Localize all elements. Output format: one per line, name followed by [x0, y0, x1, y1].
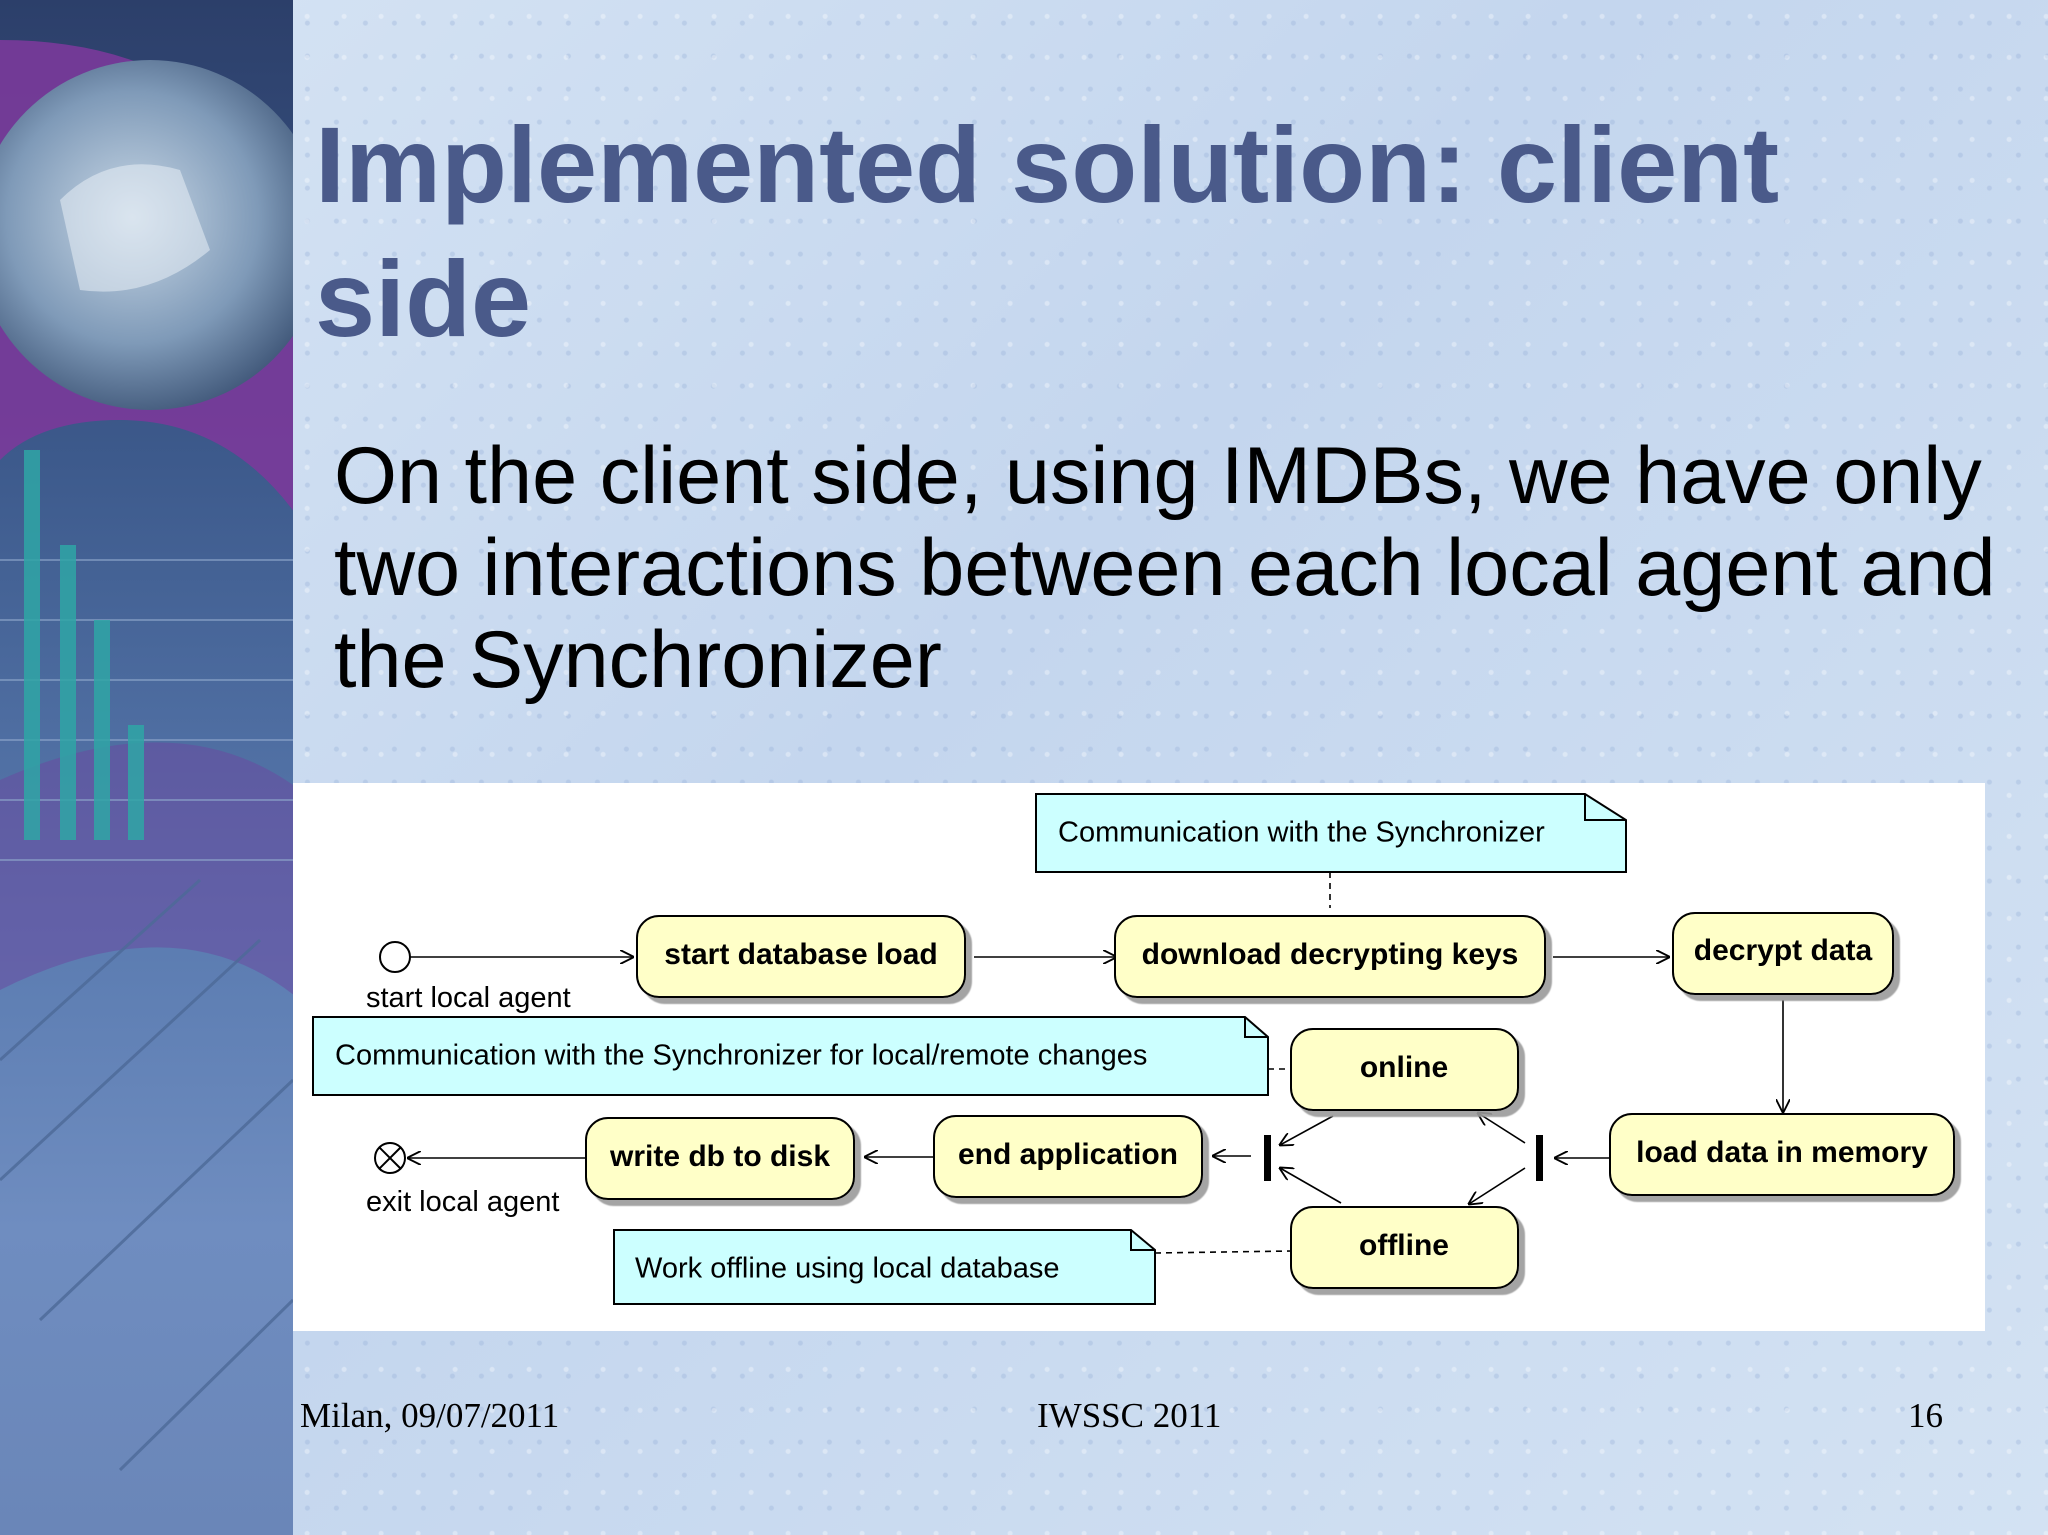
flow-arrow — [1280, 1168, 1342, 1204]
slide-title: Implemented solution: client side — [315, 104, 1780, 359]
svg-text:online: online — [1360, 1051, 1448, 1084]
activity-download-decrypting-keys: download decrypting keys — [1114, 915, 1546, 998]
final-node — [374, 1142, 406, 1174]
activity-offline: offline — [1290, 1206, 1519, 1289]
activity-load-data-in-memory: load data in memory — [1609, 1113, 1955, 1196]
activity-decrypt-data: decrypt data — [1672, 912, 1894, 995]
activity-online: online — [1290, 1028, 1519, 1111]
footer-conference: IWSSC 2011 — [1037, 1396, 1222, 1435]
initial-node-label: start local agent — [366, 982, 571, 1014]
note-sync-changes: Communication with the Synchronizer for … — [312, 1016, 1269, 1096]
svg-text:Communication with the Synchro: Communication with the Synchronizer for … — [335, 1040, 1147, 1072]
activity-diagram: start local agent exit local agent start… — [312, 793, 1955, 1305]
flow-arrow — [1478, 1113, 1526, 1144]
final-node-label: exit local agent — [366, 1186, 559, 1218]
note-sync-communication: Communication with the Synchronizer — [1035, 793, 1627, 873]
activity-write-db-to-disk: write db to disk — [585, 1117, 855, 1200]
bar-chart-icon — [24, 450, 144, 840]
hand-icon — [60, 164, 210, 292]
footer-page-number: 16 — [1908, 1396, 1943, 1435]
svg-text:Communication with the Synchro: Communication with the Synchronizer — [1058, 817, 1545, 849]
svg-text:write db to disk: write db to disk — [609, 1140, 830, 1173]
activity-diagram-panel: start local agent exit local agent start… — [293, 783, 1985, 1331]
svg-text:start database load: start database load — [664, 938, 937, 971]
fork-bar — [1536, 1135, 1543, 1181]
note-offline-work: Work offline using local database — [613, 1229, 1156, 1305]
initial-node — [379, 941, 411, 973]
note-connector — [1154, 1250, 1293, 1254]
slide-body-text: On the client side, using IMDBs, we have… — [334, 431, 1996, 705]
svg-text:offline: offline — [1359, 1229, 1449, 1262]
keyboard-icon — [0, 878, 293, 1472]
flow-arrow — [1469, 1167, 1526, 1204]
svg-text:decrypt data: decrypt data — [1694, 934, 1873, 967]
footer-location-date: Milan, 09/07/2011 — [300, 1396, 560, 1435]
flow-arrow — [1280, 1115, 1334, 1145]
join-bar — [1264, 1135, 1271, 1181]
activity-start-database-load: start database load — [636, 915, 966, 998]
svg-text:Work offline using local datab: Work offline using local database — [635, 1253, 1060, 1285]
decorative-side-panel — [0, 0, 293, 1535]
activity-end-application: end application — [933, 1115, 1203, 1198]
svg-text:end application: end application — [958, 1138, 1178, 1171]
svg-text:load data in memory: load data in memory — [1636, 1136, 1928, 1169]
side-panel-art — [0, 40, 293, 1472]
svg-text:download decrypting keys: download decrypting keys — [1142, 938, 1519, 971]
